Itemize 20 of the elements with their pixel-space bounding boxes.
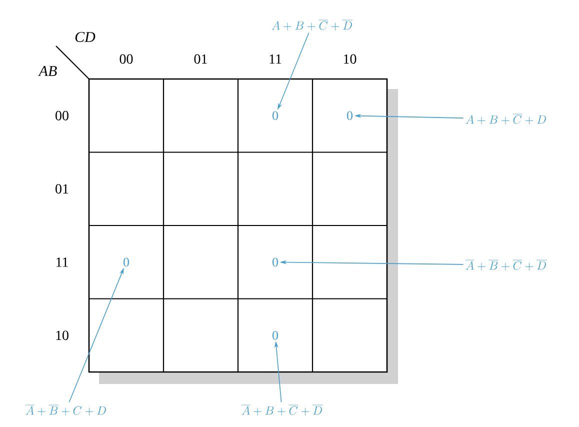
cell-value: 0 (347, 111, 352, 120)
formula-label: $\overline{A} + \overline{B} + \overline{C} + \overline{D}$ (465, 260, 547, 271)
cell-value: 0 (272, 258, 278, 266)
variable-label: CD (75, 32, 96, 42)
row-header: 00 (56, 110, 68, 120)
formula-label: $A + B + \overline{C} + D$ (466, 114, 546, 125)
formula-label: $\overline{A} + \overline{B} + C + D$ (25, 405, 106, 416)
cell-value: 0 (272, 111, 278, 120)
row-header: 11 (56, 257, 68, 267)
formula-label: $\overline{A} + B + \overline{C} + \overline{D}$ (241, 405, 323, 416)
column-header: 10 (344, 54, 356, 64)
row-header: 01 (56, 184, 68, 194)
formula-label: $A + B + \overline{C} + \overline{D}$ (272, 20, 353, 31)
cell-value: 0 (124, 258, 129, 266)
column-header: 01 (194, 54, 207, 64)
variable-label: AB (38, 66, 57, 76)
cell-value: 0 (272, 330, 278, 340)
column-header: 11 (270, 54, 282, 64)
row-header: 10 (56, 330, 68, 340)
column-header: 00 (120, 54, 133, 64)
